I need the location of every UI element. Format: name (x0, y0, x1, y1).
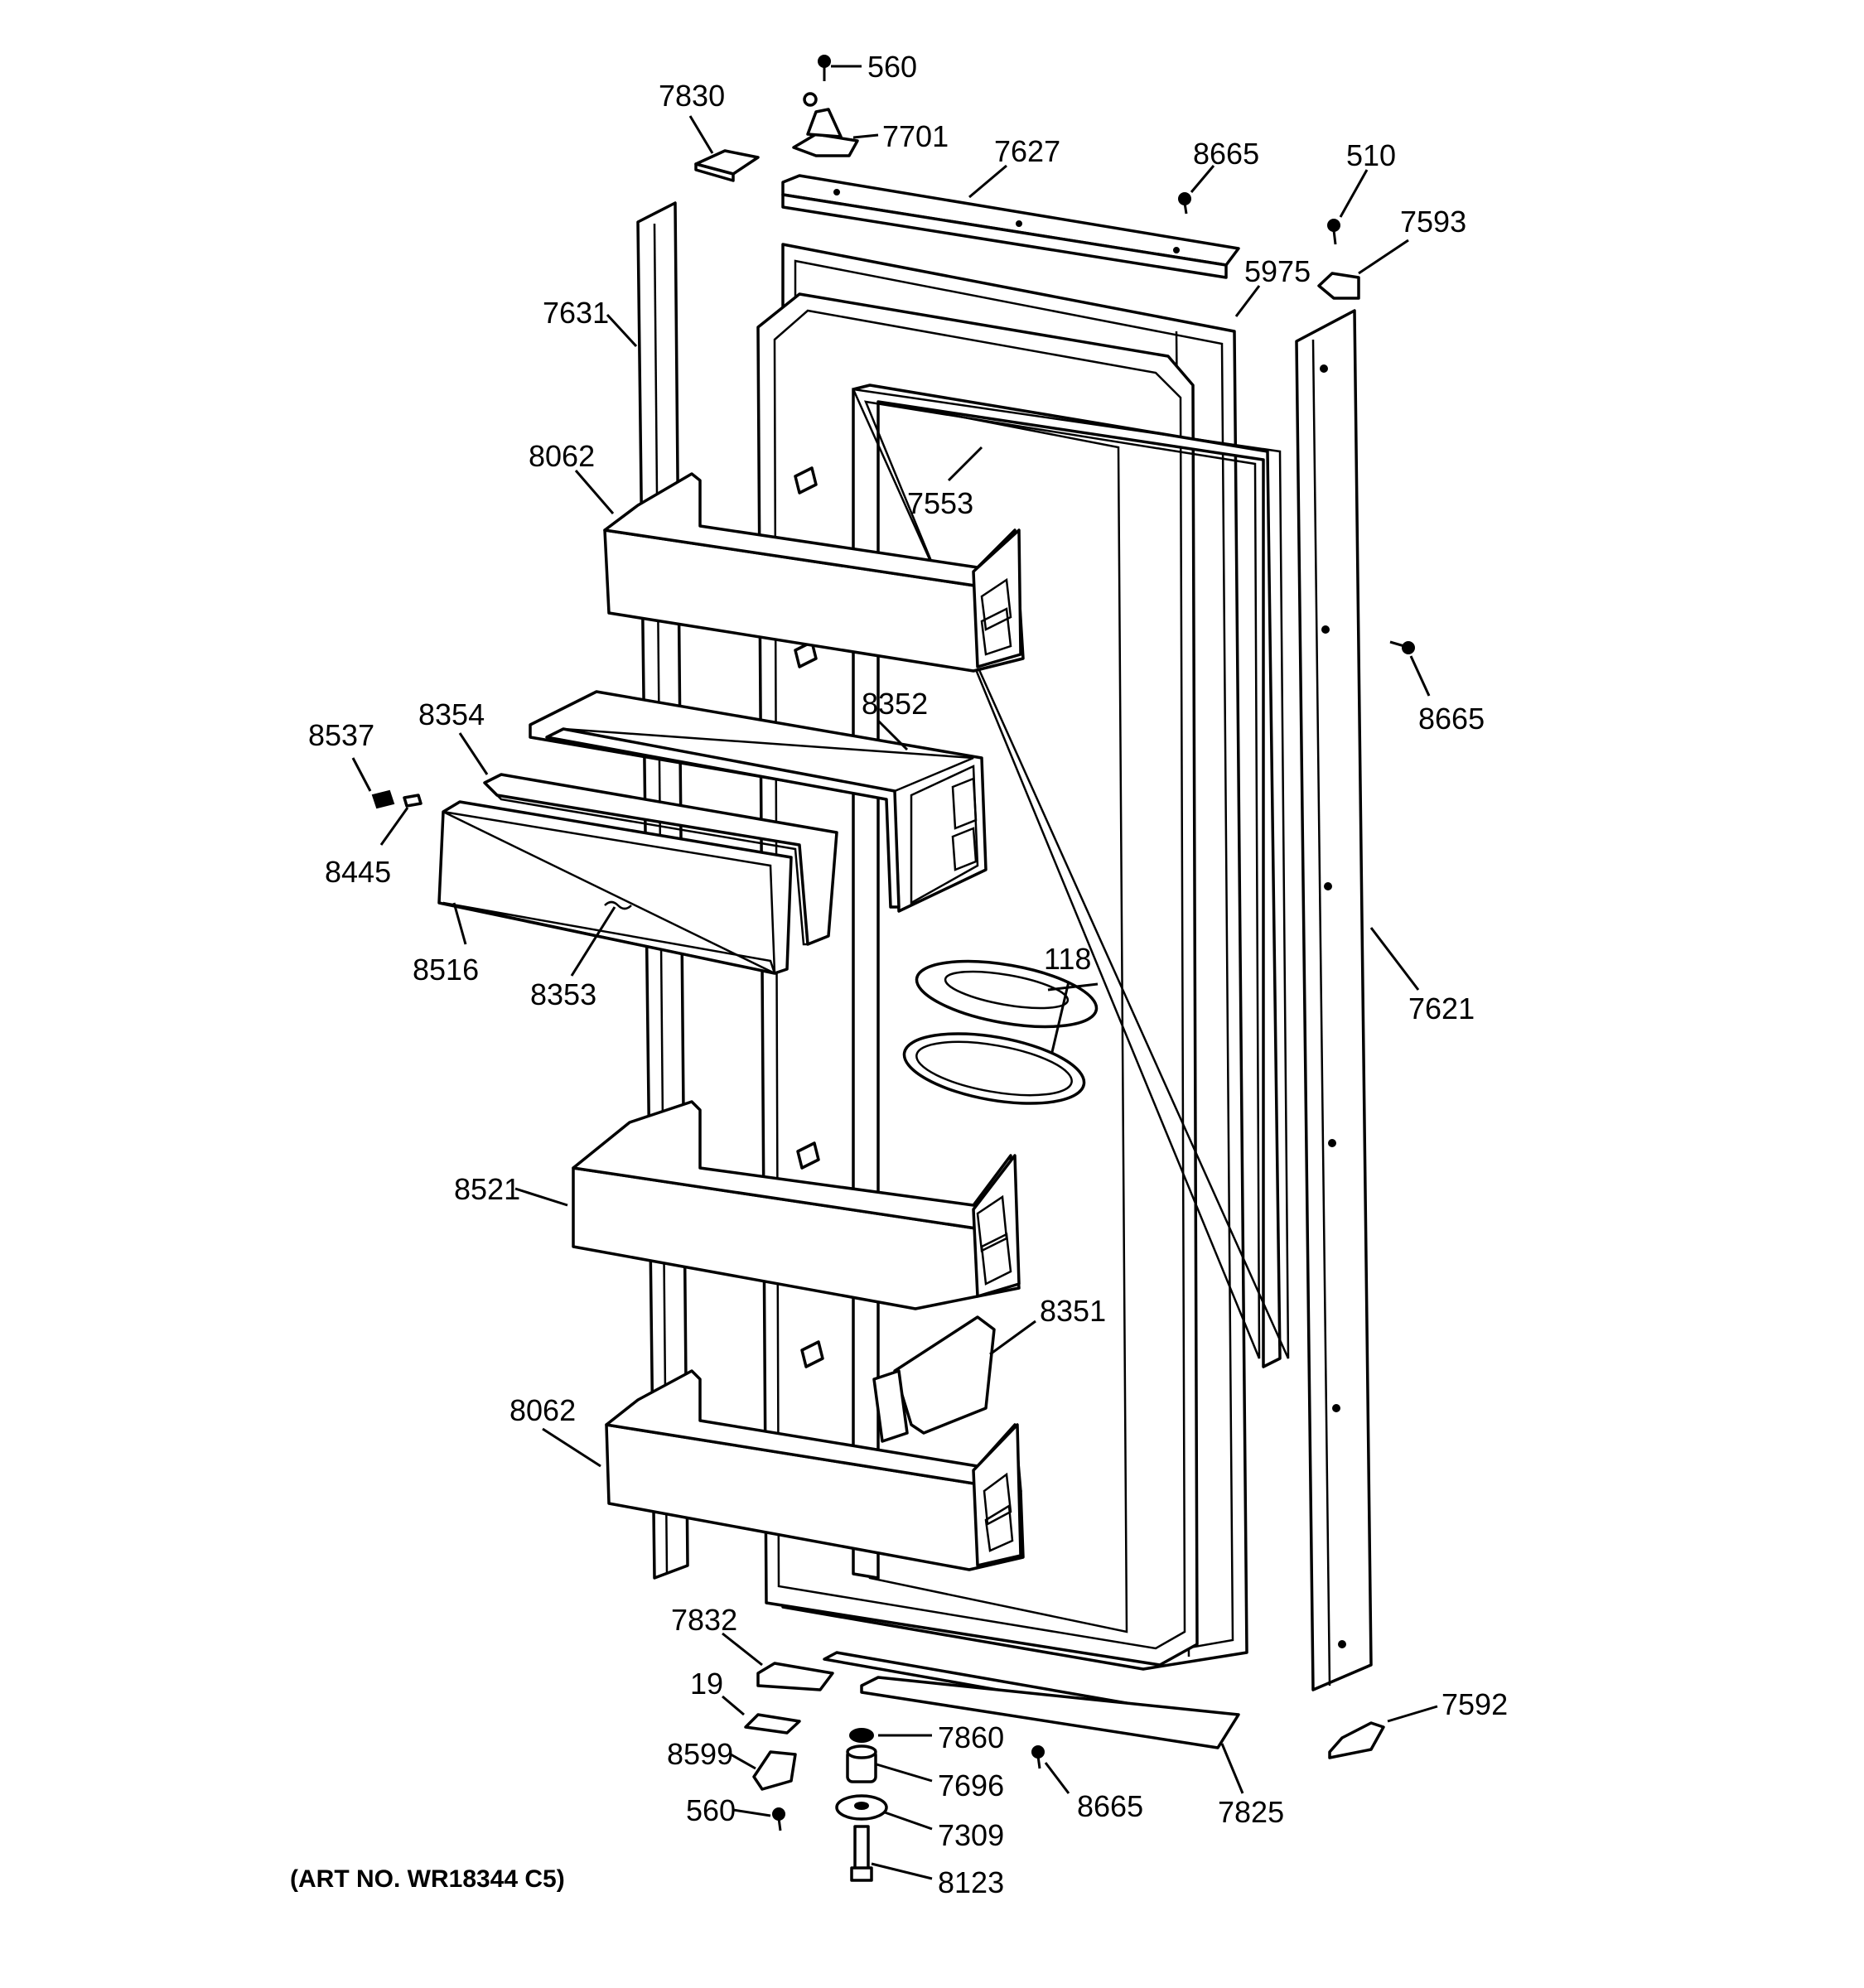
callout-7696: 7696 (938, 1768, 1004, 1802)
small-bin-8351 (872, 1315, 996, 1443)
door-bin-8062-bottom (605, 1369, 1025, 1571)
callout-8354: 8354 (418, 697, 485, 731)
callout-8123: 8123 (938, 1865, 1004, 1899)
callout-8599: 8599 (667, 1737, 733, 1771)
callout-7621: 7621 (1408, 992, 1475, 1025)
callout-7309: 7309 (938, 1818, 1004, 1852)
callout-560-bottom: 560 (686, 1793, 736, 1827)
shelf-mount-clips (794, 466, 824, 1368)
callout-560-top: 560 (867, 50, 917, 84)
right-trim-7621 (1295, 309, 1373, 1691)
screw-8665-right (1389, 640, 1415, 654)
bottom-channel-7825 (823, 1651, 1240, 1749)
block-7832 (756, 1662, 834, 1691)
callout-7860: 7860 (938, 1720, 1004, 1754)
callout-8062-top: 8062 (529, 439, 595, 473)
cam-7592 (1328, 1721, 1385, 1759)
deli-housing-8352 (529, 690, 988, 913)
callout-7593: 7593 (1400, 205, 1466, 239)
callout-7627: 7627 (994, 134, 1060, 168)
callout-8351: 8351 (1040, 1294, 1106, 1328)
callout-8353: 8353 (530, 977, 596, 1011)
callout-7832: 7832 (671, 1603, 737, 1637)
deli-drawer-8354 (483, 773, 838, 946)
drawer-front-8516 (437, 800, 793, 976)
washer-7309 (835, 1794, 888, 1821)
callout-7701: 7701 (882, 119, 949, 153)
leader-lines (351, 65, 1438, 1880)
callout-510: 510 (1346, 138, 1396, 172)
callout-7631: 7631 (543, 296, 609, 330)
screw-560-bottom (772, 1807, 785, 1831)
art-number: (ART NO. WR18344 C5) (290, 1865, 565, 1893)
bracket-8599 (752, 1750, 797, 1791)
bolt-8123 (850, 1825, 873, 1882)
callout-8062-bottom: 8062 (509, 1393, 576, 1427)
spring-8537 (371, 789, 395, 809)
hinge-7701 (792, 92, 859, 157)
callout-8665-top: 8665 (1193, 137, 1259, 171)
callout-7825: 7825 (1218, 1795, 1284, 1829)
top-cap-7627 (781, 174, 1240, 279)
callout-labels: 560 7830 7701 7627 8665 510 7593 5975 76… (290, 50, 1508, 1899)
callout-8665-right: 8665 (1418, 702, 1485, 736)
door-bin-8521 (572, 1100, 1021, 1310)
callout-8516: 8516 (413, 953, 479, 987)
pin-8445 (403, 794, 423, 808)
door-gasket-7553 (851, 384, 1290, 1580)
screw-8665-top (1178, 192, 1191, 215)
screw-560-top (818, 55, 831, 81)
callout-7592: 7592 (1441, 1687, 1508, 1721)
dairy-cover-118 (902, 959, 1099, 1105)
washer-7860 (849, 1728, 874, 1743)
callout-8537: 8537 (308, 718, 374, 752)
bracket-19 (744, 1713, 801, 1735)
callout-118: 118 (1044, 942, 1091, 976)
block-7830 (694, 149, 760, 182)
callout-7553: 7553 (907, 486, 973, 520)
cam-7593 (1317, 272, 1360, 300)
callout-8521: 8521 (454, 1172, 520, 1206)
callout-8665-bottom: 8665 (1077, 1789, 1143, 1823)
callout-5975: 5975 (1244, 254, 1311, 288)
callout-7830: 7830 (659, 79, 725, 113)
door-bin-8062-top (603, 472, 1025, 673)
bushing-7696 (846, 1744, 877, 1783)
callout-19: 19 (690, 1667, 723, 1701)
screw-510 (1327, 219, 1340, 245)
callout-8445: 8445 (325, 855, 391, 889)
callout-8352: 8352 (862, 687, 928, 721)
screw-8665-bottom (1031, 1745, 1045, 1769)
